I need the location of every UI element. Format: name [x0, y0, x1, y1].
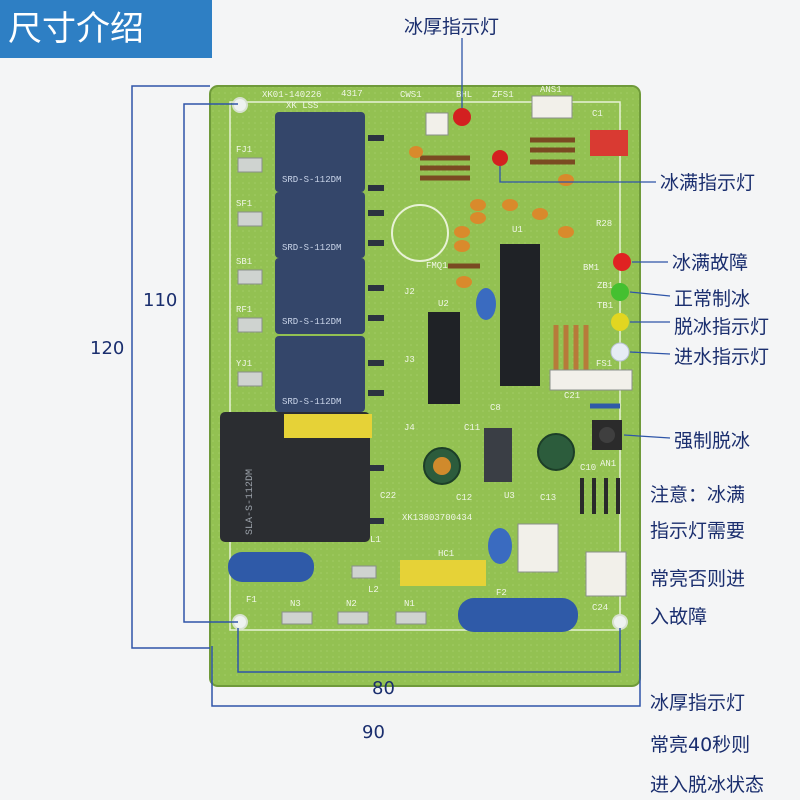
svg-text:HC1: HC1	[438, 549, 454, 559]
note-ice-full-line2: 指示灯需要	[650, 520, 746, 542]
svg-text:FJ1: FJ1	[236, 145, 252, 155]
note-ice-full-line4: 入故障	[650, 606, 708, 628]
svg-text:C12: C12	[456, 493, 472, 503]
svg-text:ZB1: ZB1	[597, 281, 613, 291]
note-ice-thickness-line2: 常亮40秒则	[650, 734, 751, 756]
svg-text:YJ1: YJ1	[236, 359, 252, 369]
svg-text:C8: C8	[490, 403, 501, 413]
svg-text:L2: L2	[368, 585, 379, 595]
svg-text:TB1: TB1	[597, 301, 613, 311]
svg-text:C10: C10	[580, 463, 596, 473]
svg-text:C11: C11	[464, 423, 480, 433]
svg-text:J4: J4	[404, 423, 415, 433]
svg-text:J2: J2	[404, 287, 415, 297]
svg-text:U2: U2	[438, 299, 449, 309]
deice-led	[611, 313, 629, 331]
resistors	[420, 137, 575, 269]
svg-text:J3: J3	[404, 355, 415, 365]
left-connectors	[237, 157, 263, 387]
ice-full-fault-led	[613, 253, 631, 271]
svg-text:FS1: FS1	[596, 359, 612, 369]
svg-text:BM1: BM1	[583, 263, 599, 273]
normal-ice-led	[611, 283, 629, 301]
dimension-lines	[131, 85, 641, 707]
svg-text:C21: C21	[564, 391, 580, 401]
svg-text:N2: N2	[346, 599, 357, 609]
water-in-led	[610, 342, 630, 362]
dimension-outer-width: 90	[362, 722, 385, 743]
svg-text:SF1: SF1	[236, 199, 252, 209]
svg-text:XK13803700434: XK13803700434	[402, 513, 472, 523]
svg-text:XK LSS: XK LSS	[286, 101, 318, 111]
note-ice-full-line1: 注意：冰满	[650, 484, 746, 506]
svg-text:ANS1: ANS1	[540, 85, 562, 95]
svg-text:F2: F2	[496, 588, 507, 598]
svg-text:FMQ1: FMQ1	[426, 261, 448, 271]
svg-text:XK01-140226: XK01-140226	[262, 90, 321, 100]
label-ice-thickness-indicator: 冰厚指示灯	[404, 16, 500, 38]
svg-text:SRD-S-112DM: SRD-S-112DM	[282, 397, 341, 407]
dimension-inner-width: 80	[372, 678, 395, 699]
main-relay	[220, 412, 370, 542]
safety-capacitor-left	[228, 552, 314, 582]
svg-text:AN1: AN1	[600, 459, 616, 469]
note-ice-full-line3: 常亮否则进	[650, 568, 746, 590]
svg-text:SLA-S-112DM: SLA-S-112DM	[245, 469, 256, 535]
relays: SRD-S-112DM SRD-S-112DM SRD-S-112DM SRD-…	[275, 112, 365, 412]
label-ice-full-indicator: 冰满指示灯	[660, 172, 756, 194]
svg-text:SB1: SB1	[236, 257, 252, 267]
ic-u2	[428, 312, 460, 404]
ice-full-led	[492, 150, 508, 166]
svg-text:N1: N1	[404, 599, 415, 609]
dimension-outer-height: 120	[90, 338, 125, 359]
svg-text:SRD-S-112DM: SRD-S-112DM	[282, 243, 341, 253]
ic-u3	[484, 428, 512, 482]
svg-text:C24: C24	[592, 603, 608, 613]
ic-u1	[500, 244, 540, 386]
svg-text:U3: U3	[504, 491, 515, 501]
svg-text:4317: 4317	[341, 89, 363, 99]
svg-text:N3: N3	[290, 599, 301, 609]
svg-text:ZFS1: ZFS1	[492, 90, 514, 100]
dimension-inner-height: 110	[143, 290, 178, 311]
svg-text:SRD-S-112DM: SRD-S-112DM	[282, 175, 341, 185]
svg-text:CWS1: CWS1	[400, 90, 422, 100]
ice-thickness-led	[453, 108, 471, 126]
svg-text:C22: C22	[380, 491, 396, 501]
annotation-leaders	[461, 38, 671, 439]
page-title: 尺寸介绍	[0, 0, 212, 58]
svg-text:C1: C1	[592, 109, 603, 119]
label-water-in-indicator: 进水指示灯	[674, 346, 770, 368]
svg-text:R28: R28	[596, 219, 612, 229]
svg-text:C13: C13	[540, 493, 556, 503]
svg-text:BHL: BHL	[456, 90, 472, 100]
red-connector	[590, 130, 628, 156]
label-deice-indicator: 脱冰指示灯	[674, 316, 770, 338]
svg-text:F1: F1	[246, 595, 257, 605]
label-normal-ice-making: 正常制冰	[674, 288, 751, 310]
note-ice-thickness-line3: 进入脱冰状态	[650, 774, 765, 796]
svg-text:SRD-S-112DM: SRD-S-112DM	[282, 317, 341, 327]
label-ice-full-fault: 冰满故障	[672, 252, 749, 274]
note-ice-thickness-line1: 冰厚指示灯	[650, 692, 746, 714]
svg-text:L1: L1	[370, 535, 381, 545]
svg-text:U1: U1	[512, 225, 523, 235]
label-force-deice: 强制脱冰	[674, 430, 751, 452]
safety-capacitor-right	[458, 598, 578, 632]
indicator-leds	[453, 108, 631, 362]
svg-text:RF1: RF1	[236, 305, 252, 315]
